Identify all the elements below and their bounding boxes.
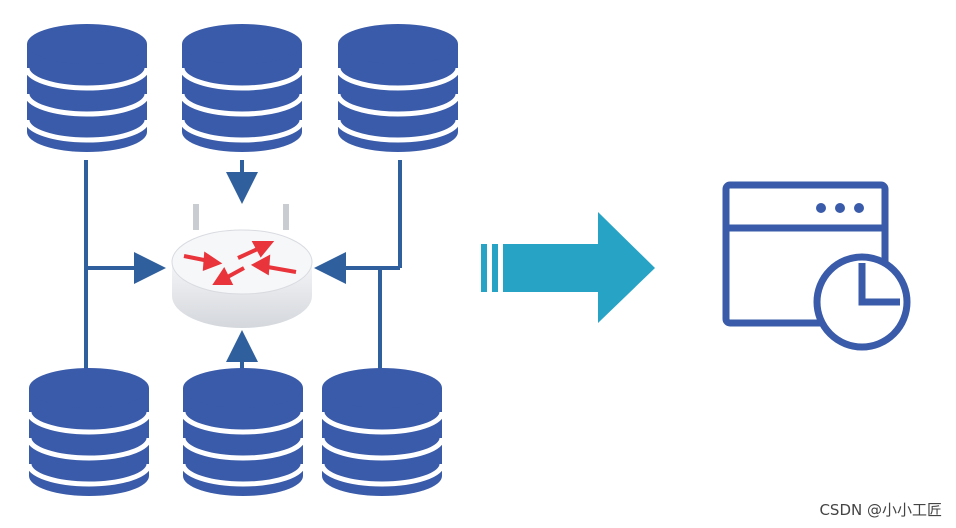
connector-right bbox=[322, 160, 402, 390]
database-icon bbox=[322, 368, 442, 496]
arrow-right-icon bbox=[481, 212, 655, 323]
connector-left bbox=[84, 160, 158, 390]
connector-lines bbox=[84, 160, 402, 390]
database-icon bbox=[338, 24, 458, 152]
watermark-text: CSDN @小小工匠 bbox=[819, 501, 942, 519]
database-icon bbox=[27, 24, 147, 152]
database-icon bbox=[182, 24, 302, 152]
router-icon bbox=[171, 204, 313, 328]
router-arrows-icon bbox=[183, 241, 297, 285]
database-icon bbox=[29, 368, 149, 496]
browser-dashboard-icon bbox=[722, 181, 911, 351]
database-icon bbox=[183, 368, 303, 496]
